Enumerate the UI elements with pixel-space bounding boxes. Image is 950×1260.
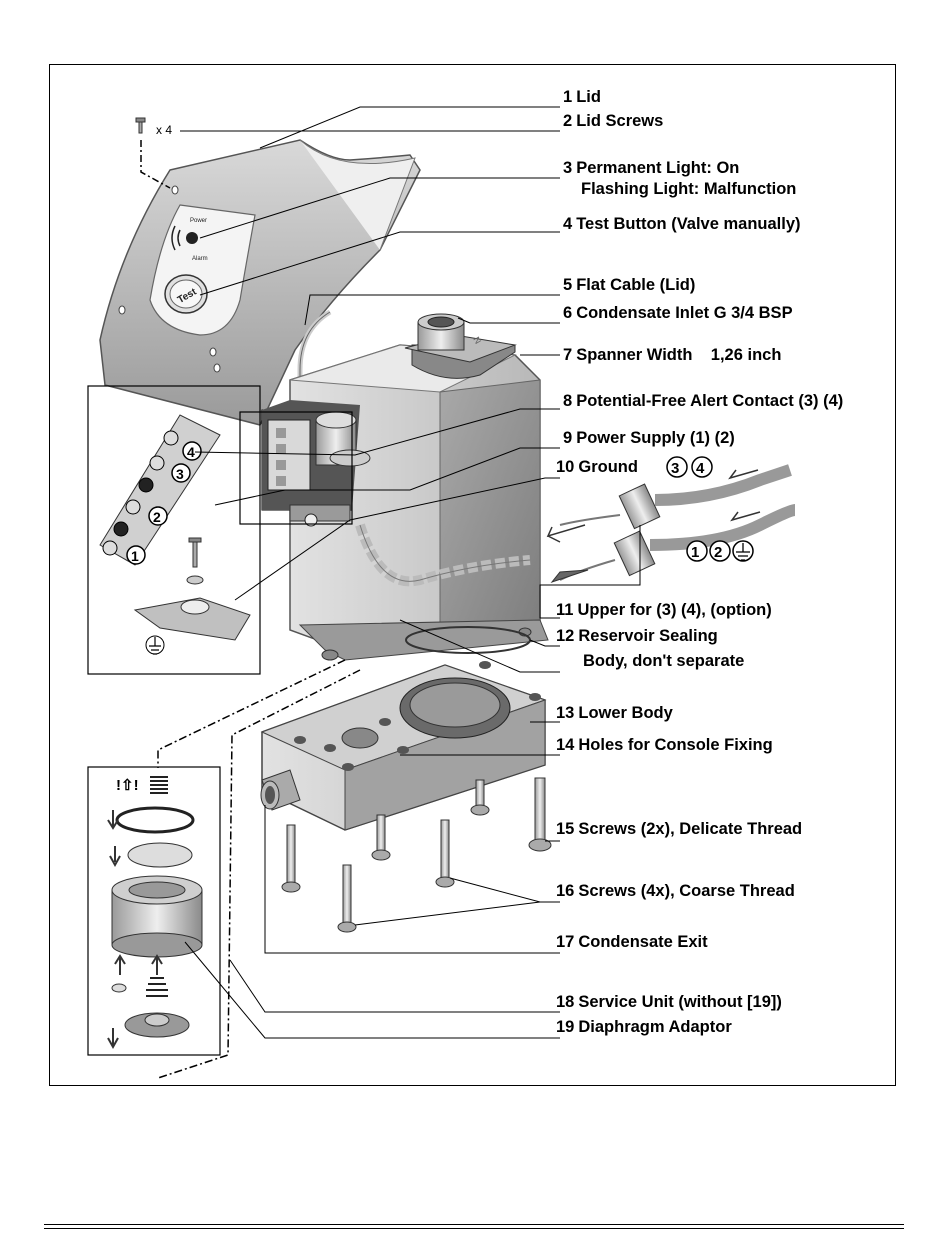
- service-unit-parts: !⇧!: [107, 776, 203, 1050]
- upper-body: [239, 344, 549, 661]
- svg-text:3: 3: [671, 460, 679, 477]
- lid-screw-icon: [135, 117, 146, 134]
- screws-coarse-thread: [281, 814, 455, 933]
- footer-rule: [44, 1228, 904, 1229]
- terminal-detail-box: [239, 411, 353, 525]
- callout-3-continued: Flashing Light: Malfunction: [581, 180, 797, 198]
- indicator-light-icon: [186, 232, 198, 244]
- terminal-number-2: 2: [153, 509, 161, 525]
- arrow-icon: [550, 569, 589, 584]
- svg-text:N: N: [471, 335, 483, 346]
- terminal-number-1: 1: [131, 548, 139, 564]
- power-wire-numbers: 1 2: [686, 540, 754, 562]
- svg-text:!⇧!: !⇧!: [116, 777, 139, 794]
- cable-gland-alarm: [559, 464, 792, 530]
- screws-delicate-thread: [470, 777, 552, 852]
- svg-text:1: 1: [691, 544, 699, 561]
- service-unit-panel: [87, 766, 221, 1056]
- footer-rule: [44, 1224, 904, 1225]
- terminal-detail-panel: [87, 385, 261, 675]
- lid-alarm-text: Alarm: [192, 256, 208, 262]
- svg-text:2: 2: [714, 544, 722, 561]
- ground-screw-icon: [304, 513, 318, 527]
- diagram-frame: [49, 64, 896, 1086]
- ground-terminal-parts: [133, 537, 251, 655]
- cable-gland-power: [559, 504, 796, 581]
- lid: Power Alarm Test: [99, 139, 421, 426]
- lower-body: [260, 661, 547, 831]
- arrow-icon: [546, 524, 586, 543]
- leader-lines: [180, 106, 641, 1039]
- screw-count: x 4: [156, 123, 172, 137]
- terminal-block: [267, 419, 311, 491]
- lid-power-text: Power: [190, 218, 207, 224]
- callout-12-continued: Body, don't separate: [583, 652, 745, 670]
- svg-text:4: 4: [696, 460, 705, 477]
- terminal-number-4: 4: [187, 444, 195, 460]
- terminal-number-3: 3: [176, 466, 184, 482]
- alarm-wire-numbers: 3 4: [666, 456, 713, 478]
- terminal-strip: 4 3 2 1: [99, 414, 221, 566]
- condensate-inlet: N: [404, 313, 517, 379]
